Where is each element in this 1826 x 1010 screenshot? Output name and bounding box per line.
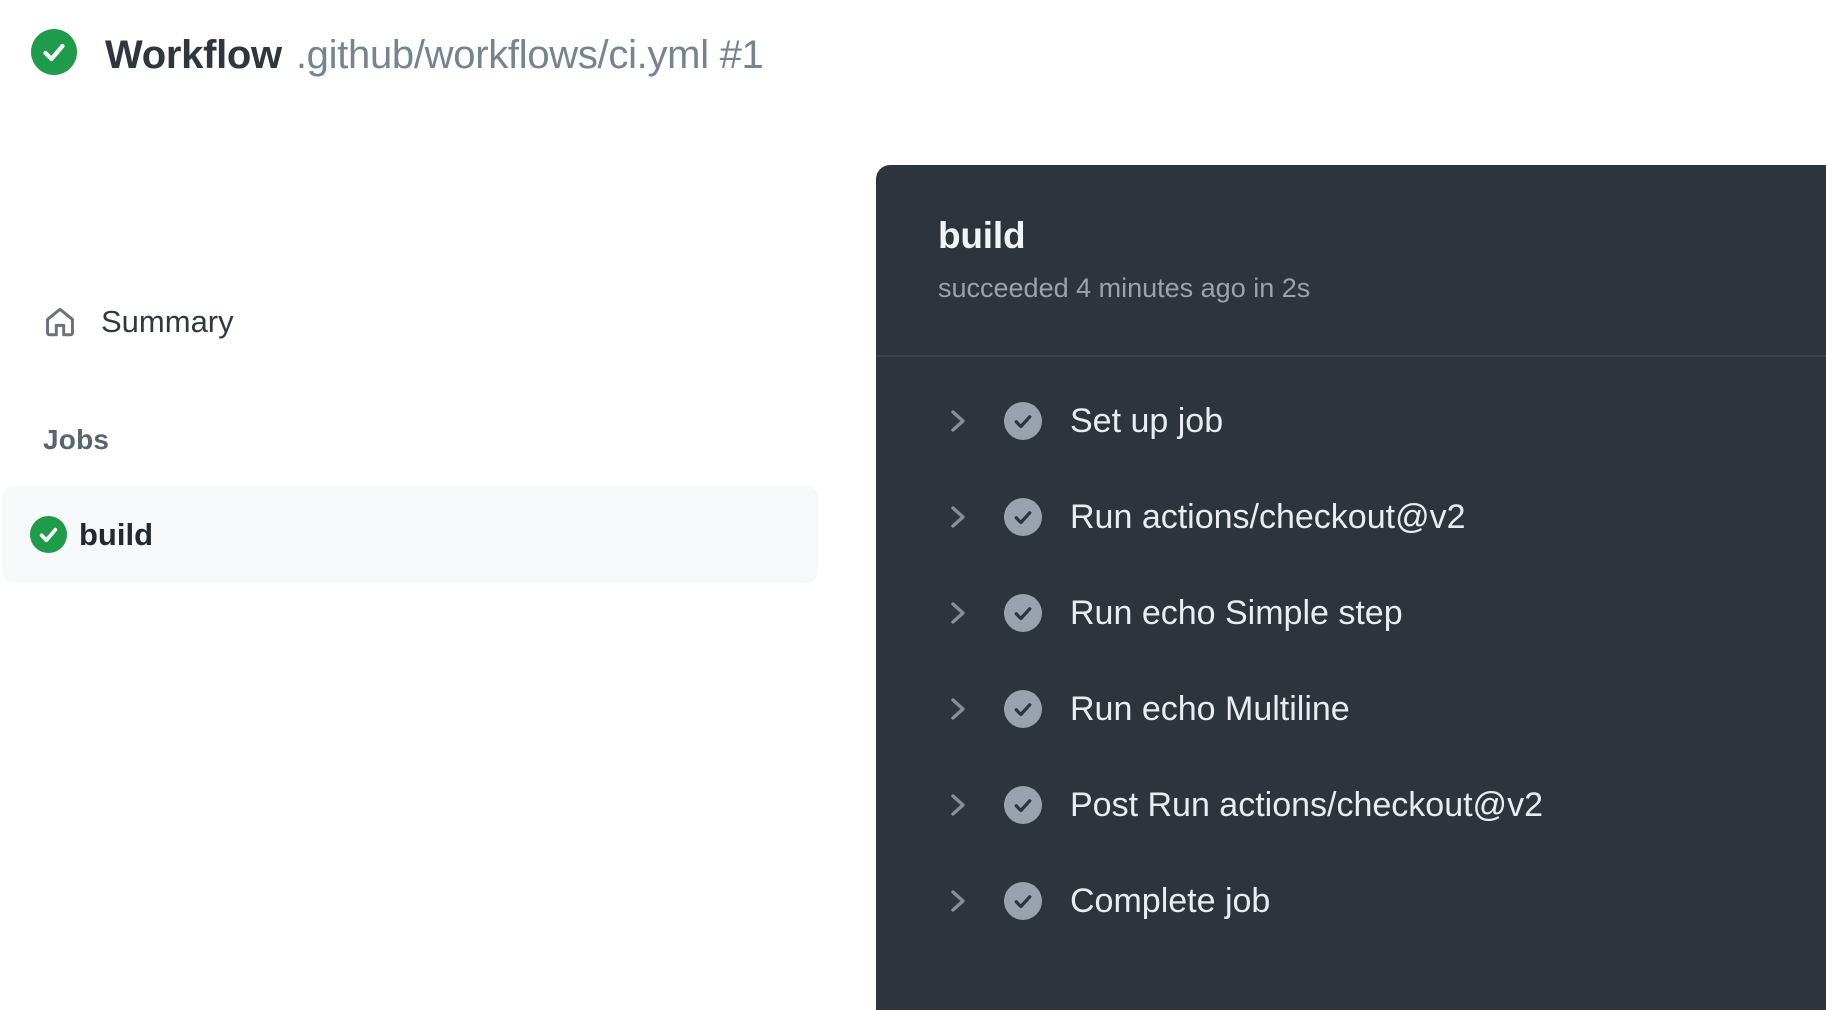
- workflow-success-check-icon: [31, 29, 77, 75]
- step-row[interactable]: Run actions/checkout@v2: [876, 469, 1826, 565]
- job-success-check-icon: [30, 516, 67, 553]
- step-success-check-icon: [1004, 498, 1042, 536]
- sidebar: Summary Jobs build: [0, 110, 876, 1010]
- step-success-check-icon: [1004, 402, 1042, 440]
- chevron-right-icon: [948, 789, 968, 821]
- step-label: Set up job: [1070, 401, 1224, 440]
- job-panel-header: build succeeded 4 minutes ago in 2s: [876, 165, 1826, 357]
- job-name: build: [79, 516, 154, 552]
- job-detail-panel: build succeeded 4 minutes ago in 2s Set …: [876, 165, 1826, 1010]
- step-label: Post Run actions/checkout@v2: [1070, 785, 1543, 824]
- chevron-right-icon: [948, 597, 968, 629]
- step-list: Set up job Run actions/checkout@v2 Run e…: [876, 357, 1826, 949]
- step-label: Run actions/checkout@v2: [1070, 497, 1466, 536]
- chevron-right-icon: [948, 693, 968, 725]
- step-success-check-icon: [1004, 594, 1042, 632]
- page-title: Workflow .github/workflows/ci.yml #1: [105, 31, 764, 79]
- jobs-section-heading: Jobs: [43, 424, 110, 455]
- sidebar-item-label: Summary: [101, 304, 234, 339]
- home-icon: [46, 307, 74, 337]
- step-row[interactable]: Complete job: [876, 853, 1826, 949]
- check-icon: [39, 527, 58, 543]
- chevron-right-icon: [948, 501, 968, 533]
- run-header: Workflow .github/workflows/ci.yml #1: [0, 0, 876, 110]
- step-label: Run echo Multiline: [1070, 689, 1350, 728]
- step-success-check-icon: [1004, 786, 1042, 824]
- step-label: Run echo Simple step: [1070, 593, 1403, 632]
- step-row[interactable]: Run echo Multiline: [876, 661, 1826, 757]
- check-icon: [43, 43, 65, 62]
- step-label: Complete job: [1070, 881, 1271, 920]
- job-status-line: succeeded 4 minutes ago in 2s: [938, 273, 1311, 303]
- sidebar-item-summary[interactable]: Summary: [43, 304, 234, 340]
- step-row[interactable]: Set up job: [876, 373, 1826, 469]
- workflow-path: .github/workflows/ci.yml #1: [295, 33, 764, 77]
- step-row[interactable]: Post Run actions/checkout@v2: [876, 757, 1826, 853]
- step-success-check-icon: [1004, 882, 1042, 920]
- job-panel-title: build: [938, 215, 1026, 256]
- chevron-right-icon: [948, 405, 968, 437]
- step-success-check-icon: [1004, 690, 1042, 728]
- workflow-title: Workflow: [105, 33, 282, 77]
- chevron-right-icon: [948, 885, 968, 917]
- sidebar-job-build[interactable]: build: [2, 486, 818, 583]
- step-row[interactable]: Run echo Simple step: [876, 565, 1826, 661]
